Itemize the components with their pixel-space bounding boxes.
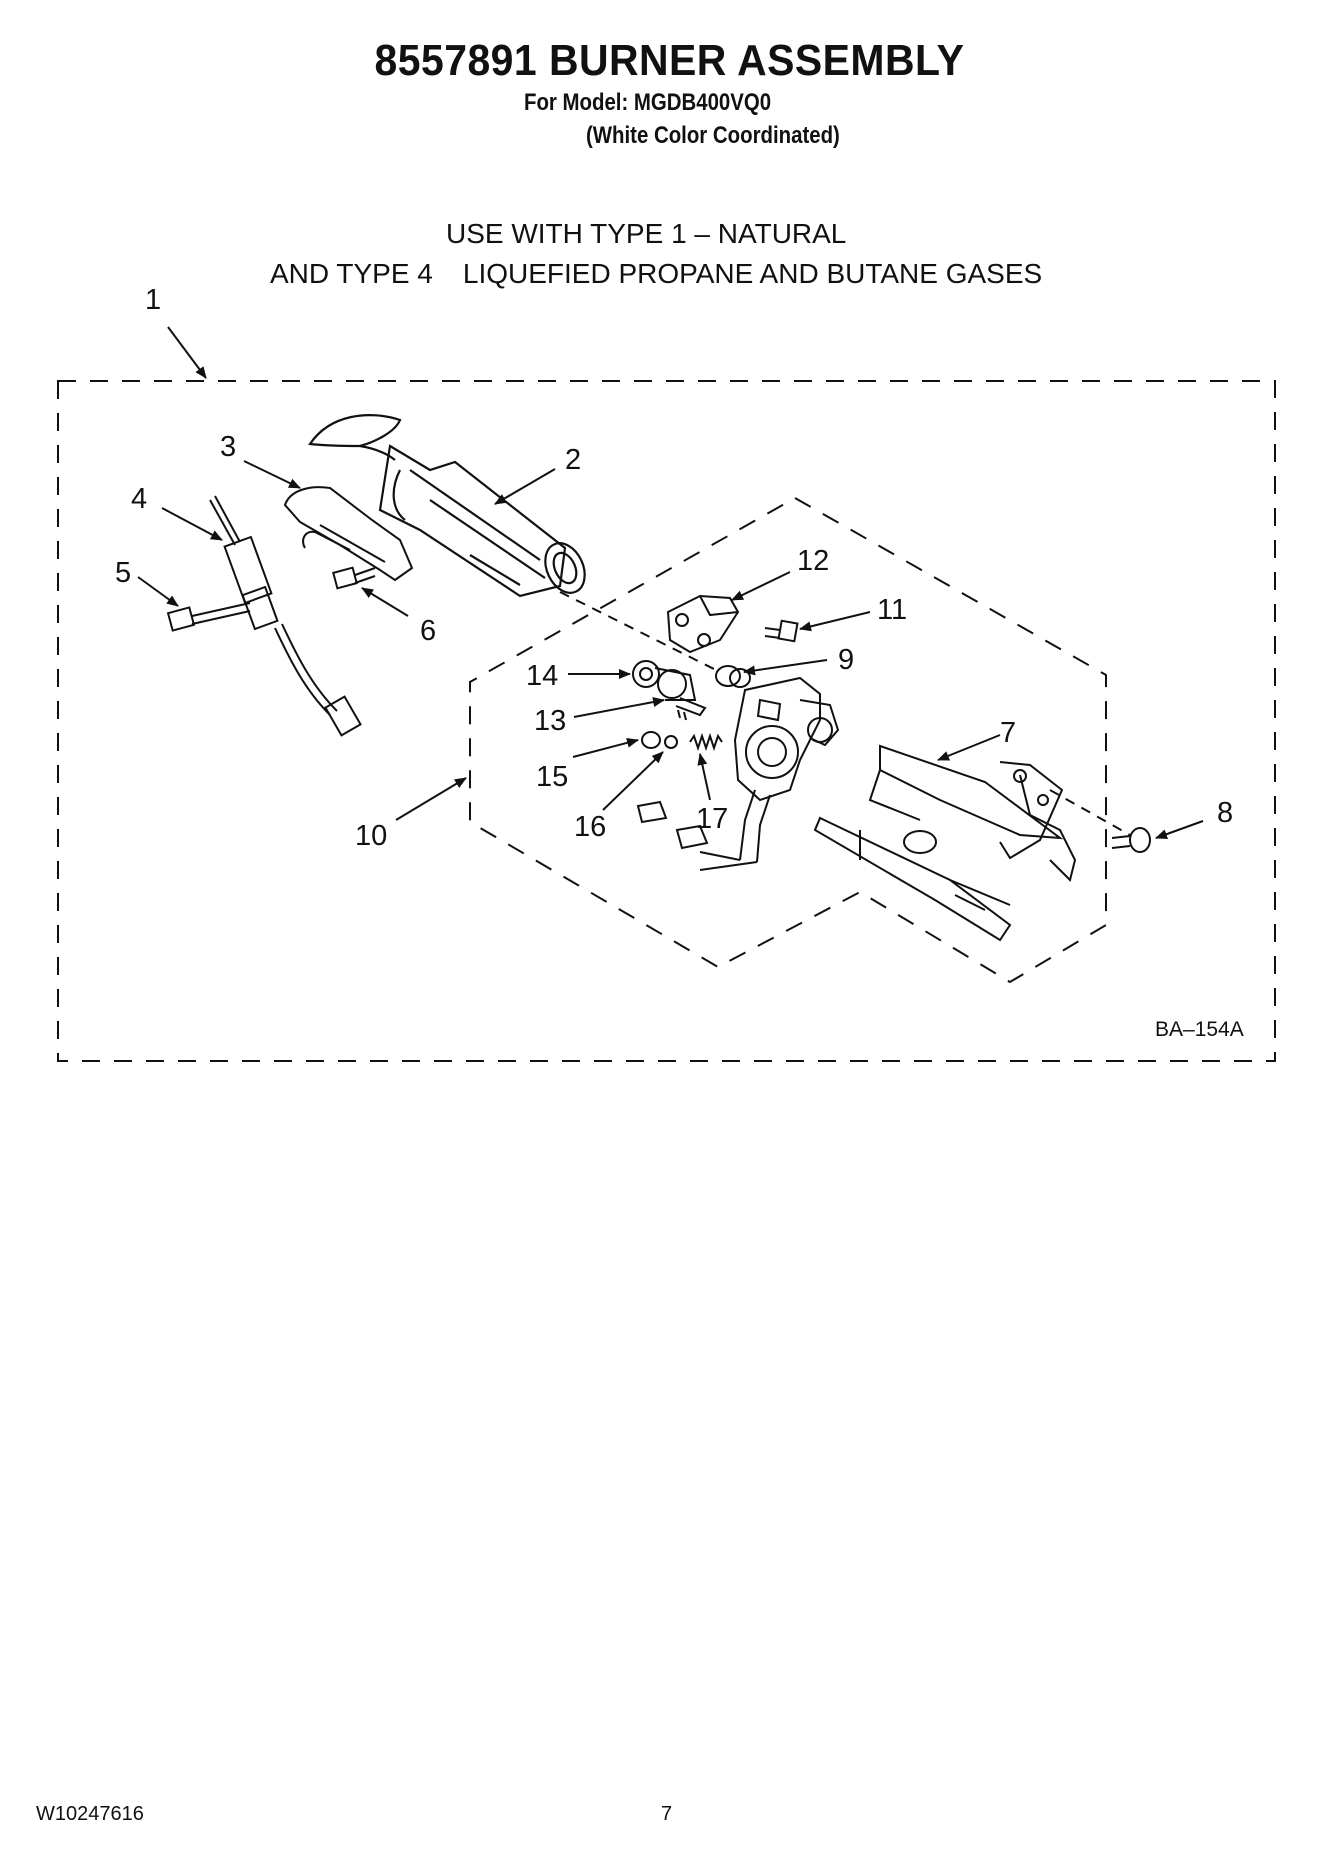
callout-12: 12 <box>797 545 829 577</box>
valve-coil-13 <box>657 669 707 721</box>
callout-15: 15 <box>536 761 568 793</box>
usage-gases: LIQUEFIED PROPANE AND BUTANE GASES <box>462 258 1043 289</box>
orifice-spud <box>664 735 678 749</box>
igniter-bracket <box>283 486 414 582</box>
usage-line-1: USE WITH TYPE 1 – NATURAL <box>446 218 847 249</box>
support-screw <box>1111 827 1151 853</box>
diagram-code: BA–154A <box>1155 1018 1244 1041</box>
callout-5: 5 <box>115 557 131 589</box>
callout-4: 4 <box>131 483 147 515</box>
alignment-line <box>559 591 721 673</box>
callout-14: 14 <box>526 660 558 692</box>
callout-16: 16 <box>574 811 606 843</box>
model-label: For Model: MGDB400VQ0 <box>524 89 772 116</box>
usage-line-2: AND TYPE 4 LIQUEFIED PROPANE AND BUTANE G… <box>270 258 1042 290</box>
alignment-line <box>1049 789 1131 836</box>
gas-tube-pieces <box>636 800 709 850</box>
document-number: W10247616 <box>36 1803 144 1825</box>
assembly-boundary <box>57 380 1276 1062</box>
callout-3: 3 <box>220 431 236 463</box>
burner-orifice <box>715 665 751 688</box>
coil-bracket <box>666 594 740 654</box>
callout-2: 2 <box>565 444 581 476</box>
callout-7: 7 <box>1000 717 1016 749</box>
burner-support <box>813 744 1077 942</box>
valve-spring <box>689 732 723 752</box>
callout-6: 6 <box>420 615 436 647</box>
orifice-nut <box>641 731 661 749</box>
burner-tube <box>308 414 586 598</box>
valve-coil-14 <box>632 660 697 701</box>
page-title: 8557891 BURNER ASSEMBLY <box>374 36 965 85</box>
callout-8: 8 <box>1217 797 1233 829</box>
callout-17: 17 <box>696 803 728 835</box>
callout-11: 11 <box>877 594 907 626</box>
bracket-screw-11 <box>764 619 799 643</box>
page-number: 7 <box>661 1803 673 1825</box>
gas-valve <box>699 676 840 871</box>
callout-1: 1 <box>145 284 161 316</box>
callout-13: 13 <box>534 705 566 737</box>
igniter-screw <box>166 602 251 632</box>
color-label: (White Color Coordinated) <box>586 122 840 149</box>
leader-lines <box>137 326 1204 839</box>
bracket-screw <box>332 566 376 590</box>
callout-10: 10 <box>355 820 387 852</box>
callout-9: 9 <box>838 644 854 676</box>
usage-type4: AND TYPE 4 <box>270 258 433 289</box>
